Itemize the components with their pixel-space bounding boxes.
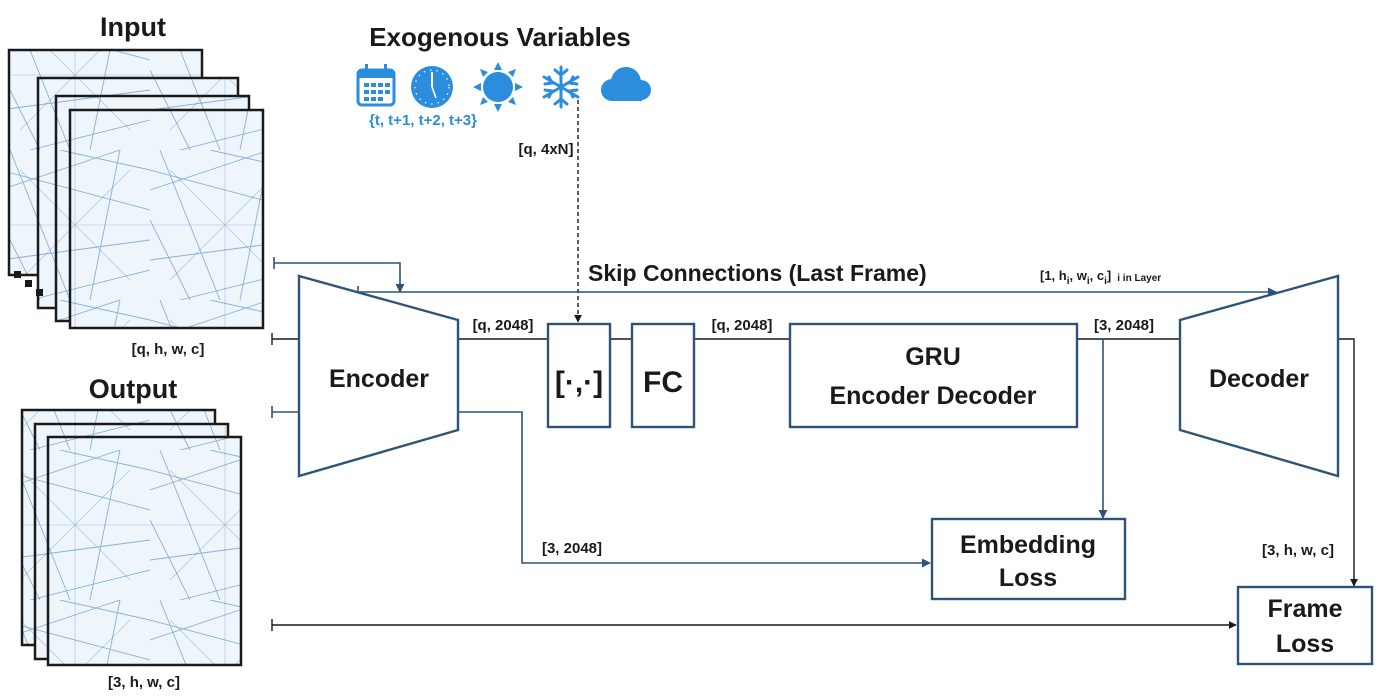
frame-loss-line2: Loss [1276, 630, 1334, 658]
output-embedding-shape: [3, 2048] [542, 540, 602, 557]
input-to-encoder-arrow [274, 262, 405, 293]
input-shape-label: [q, h, w, c] [132, 341, 205, 358]
gru-block [788, 322, 1079, 429]
output-shape-label: [3, h, w, c] [108, 674, 180, 691]
encoder-output-shape: [q, 2048] [473, 317, 534, 334]
snowflake-icon [542, 65, 580, 109]
skip-connections-title: Skip Connections (Last Frame) [1, hi, wi… [588, 260, 1161, 287]
fc-block [630, 322, 696, 429]
decoder-block [1178, 274, 1340, 478]
embedding-loss-line1: Embedding [960, 531, 1096, 559]
input-title: Input [100, 12, 166, 42]
output-frame-stack [20, 408, 243, 667]
skip-connections-label: Skip Connections (Last Frame) [588, 260, 927, 286]
cloud-icon [601, 67, 651, 101]
fc-label: FC [643, 366, 683, 399]
fc-output-shape: [q, 2048] [712, 317, 773, 334]
input-frame-stack [7, 48, 265, 330]
decoder-label: Decoder [1209, 365, 1309, 393]
encoder-block [297, 274, 460, 478]
time-steps-label: {t, t+1, t+2, t+3} [369, 112, 477, 129]
embedding-loss-block [930, 517, 1127, 601]
concat-block [546, 322, 612, 429]
calendar-icon [356, 64, 396, 107]
output-title: Output [89, 374, 177, 404]
concat-label: [·,·] [555, 366, 603, 399]
encoder-label: Encoder [329, 365, 429, 393]
gru-label-line2: Encoder Decoder [829, 382, 1036, 410]
sun-icon [473, 62, 523, 112]
skip-connections-shape: [1, hi, wi, ci]i in Layer [1040, 268, 1161, 287]
ellipsis-dots [14, 271, 43, 296]
gru-output-shape: [3, 2048] [1094, 317, 1154, 334]
exogenous-title: Exogenous Variables [369, 22, 631, 52]
exogenous-shape-label: [q, 4xN] [518, 141, 573, 158]
frame-loss-block [1236, 585, 1374, 666]
frame-loss-line1: Frame [1267, 595, 1342, 623]
gru-label-line1: GRU [905, 343, 961, 371]
embedding-loss-line2: Loss [999, 564, 1057, 592]
decoder-output-shape: [3, h, w, c] [1262, 542, 1334, 559]
clock-icon [411, 66, 453, 108]
